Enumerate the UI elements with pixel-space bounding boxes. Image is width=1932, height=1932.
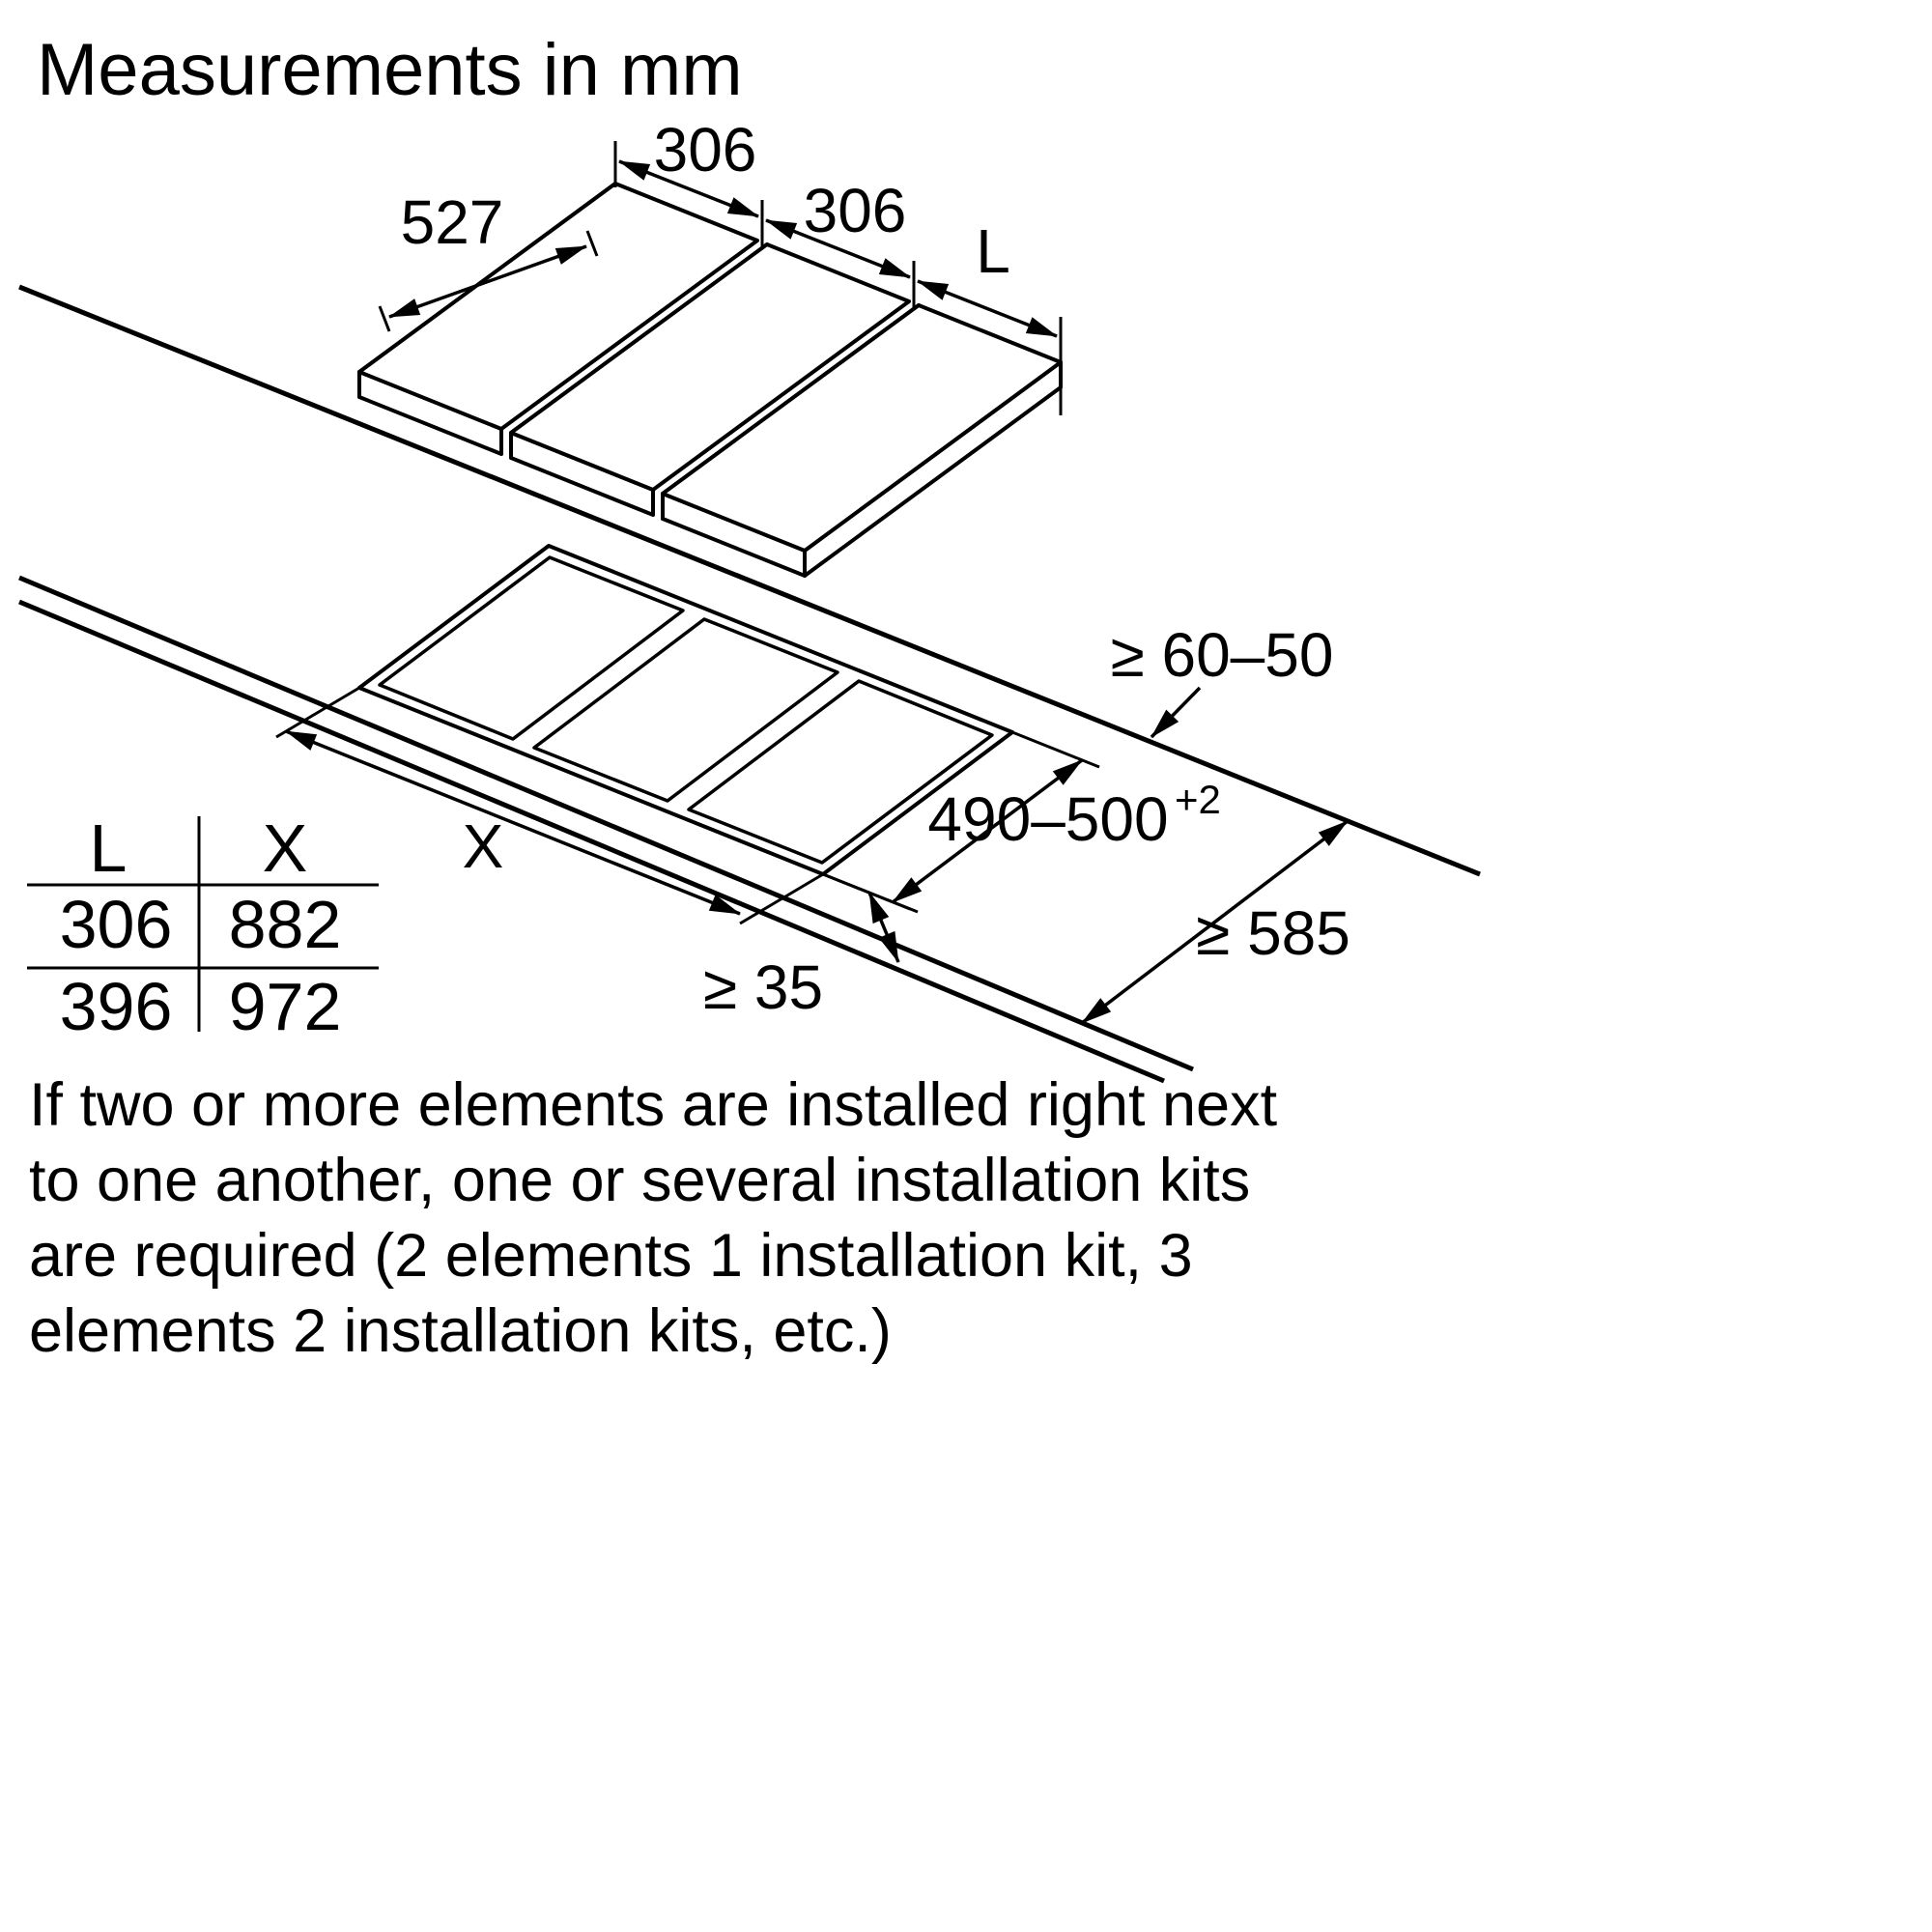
table-cell-r2c2: 972 bbox=[229, 969, 342, 1044]
dim-arrow-front-distance bbox=[867, 892, 900, 963]
cutout-opening-3 bbox=[687, 679, 994, 865]
table-cell-r1c2: 882 bbox=[229, 887, 342, 962]
hob-depth-label: 527 bbox=[401, 187, 504, 257]
cutout-opening-1 bbox=[378, 555, 685, 741]
table-cell-r2c1: 396 bbox=[60, 969, 173, 1044]
cutout-opening-2 bbox=[532, 617, 839, 803]
cutout-depth-label: 490–500 bbox=[927, 784, 1168, 854]
hob-dimensions: 306 306 L 527 bbox=[378, 115, 1063, 415]
table-cell-r1c1: 306 bbox=[60, 887, 173, 962]
cutout-depth-tolerance-label: +2 bbox=[1175, 777, 1221, 822]
module1-width-label: 306 bbox=[654, 115, 757, 185]
rear-distance-label: ≥ 60–50 bbox=[1111, 620, 1334, 690]
cutout-outer-edge bbox=[357, 544, 1014, 876]
dim-arrow-worktop-depth bbox=[1080, 819, 1350, 1025]
dim-arrow-module3-width bbox=[917, 279, 1058, 338]
dim-arrow-module2-width bbox=[765, 218, 911, 279]
lx-table: L X 306 882 396 972 bbox=[27, 810, 379, 1044]
cutout-width-label: X bbox=[463, 811, 504, 881]
worktop-depth-label: ≥ 585 bbox=[1196, 898, 1350, 968]
dim-arrow-cutout-depth bbox=[891, 758, 1084, 904]
extension-line bbox=[739, 872, 824, 925]
front-distance-label: ≥ 35 bbox=[703, 952, 823, 1022]
rear-distance-leader-arrow bbox=[1150, 686, 1202, 739]
hob-module-3-top-face bbox=[661, 303, 1063, 553]
note-line-3: are required (2 elements 1 installation … bbox=[29, 1222, 1193, 1290]
extension-line bbox=[1011, 730, 1100, 769]
table-header-x: X bbox=[263, 810, 308, 886]
dim-tick bbox=[585, 230, 599, 257]
dim-tick bbox=[378, 305, 391, 332]
note-line-4: elements 2 installation kits, etc.) bbox=[29, 1297, 892, 1365]
worktop-rear-edge-line bbox=[18, 284, 1481, 877]
dim-arrow-hob-depth bbox=[388, 244, 587, 319]
note-line-1: If two or more elements are installed ri… bbox=[29, 1071, 1278, 1139]
module3-width-label: L bbox=[976, 216, 1010, 286]
note-line-2: to one another, one or several installat… bbox=[29, 1147, 1250, 1214]
hob-module-2-top-face bbox=[509, 242, 911, 492]
dim-arrow-module1-width bbox=[618, 159, 759, 218]
installation-note: If two or more elements are installed ri… bbox=[29, 1071, 1278, 1365]
cutout-view bbox=[357, 544, 1014, 876]
module2-width-label: 306 bbox=[804, 176, 907, 245]
installation-dimensions: ≥ 60–50 490–500 +2 ≥ 585 ≥ 35 X bbox=[275, 620, 1350, 1025]
extension-line bbox=[275, 686, 360, 739]
page-title: Measurements in mm bbox=[37, 29, 743, 111]
dim-arrow-cutout-width bbox=[285, 729, 741, 916]
table-header-l: L bbox=[90, 810, 128, 886]
